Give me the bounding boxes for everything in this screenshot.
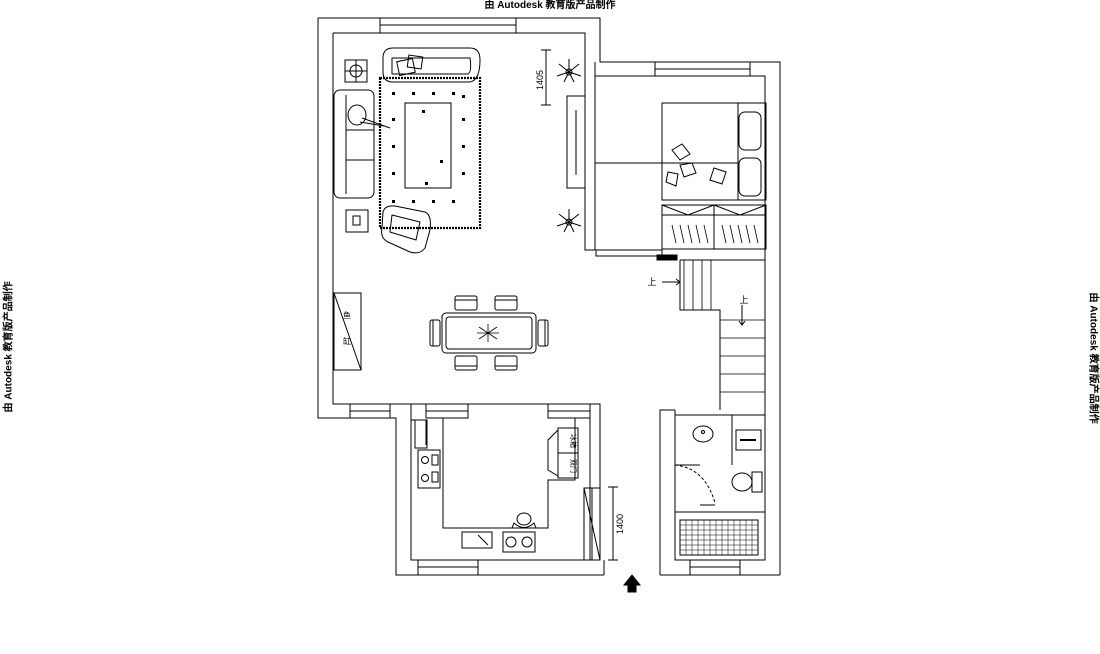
stairs-up-label-1: 上 (647, 277, 656, 287)
rug-pattern (392, 92, 465, 203)
plant-icon (556, 209, 582, 233)
fish-tank (333, 292, 362, 371)
fridge-label-1: 冰箱 (569, 434, 578, 448)
dimension-1405: 1405 (535, 70, 545, 90)
bathroom (674, 414, 766, 561)
entrance-arrow-icon (622, 574, 642, 593)
windows (349, 17, 751, 576)
kitchen (411, 417, 618, 561)
bedroom (595, 102, 767, 257)
dining-table (429, 295, 549, 371)
fish-tank-label-1: 鱼 (343, 310, 351, 320)
stairs (656, 254, 766, 410)
stairs-up-label-2: 上 (739, 295, 748, 305)
fish-tank-label-2: 缸 (343, 336, 351, 346)
dimension-1400: 1400 (615, 514, 625, 534)
watermark-top: 由 Autodesk 教育版产品制作 (484, 0, 616, 11)
fridge-label-2: 双门 (569, 459, 578, 473)
plant-icon (556, 59, 582, 83)
living-room (333, 47, 586, 254)
